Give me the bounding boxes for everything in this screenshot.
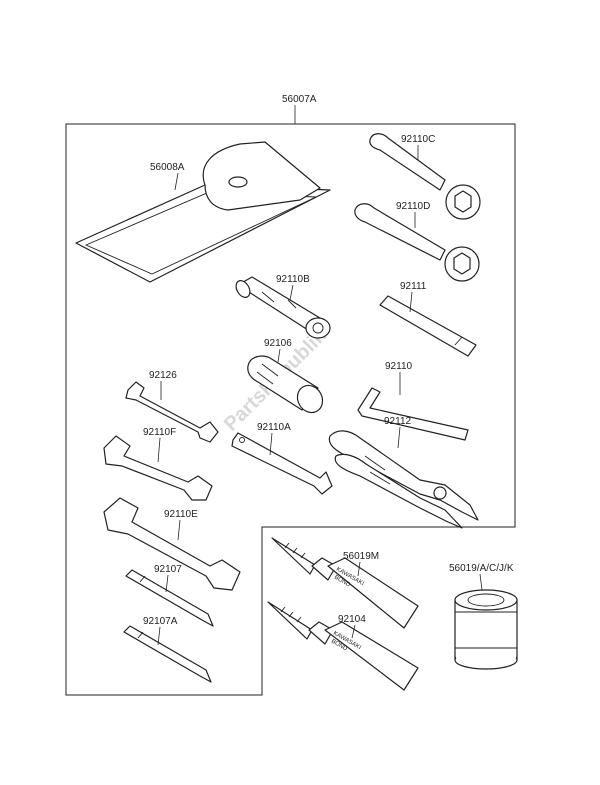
label-spanner-small[interactable]: 92126 [149, 370, 177, 381]
spanner-f [103, 435, 213, 501]
label-spanner-e[interactable]: 92110E [164, 509, 198, 520]
label-screwdriver[interactable]: 92107 [154, 564, 182, 575]
label-bar[interactable]: 92111 [400, 281, 427, 292]
label-driver-handle[interactable]: 92106 [264, 338, 292, 349]
bond-tube: KAWASAKI BOND [267, 601, 419, 691]
flat-bar [379, 295, 477, 357]
label-wrench-d[interactable]: 92110D [396, 201, 430, 212]
ring-wrench-c [369, 133, 481, 220]
grease-can [454, 589, 518, 670]
label-wrench-c[interactable]: 92110C [401, 134, 435, 145]
plate-tool [231, 432, 333, 495]
pliers [328, 430, 479, 529]
label-socket-b[interactable]: 92110B [276, 274, 310, 285]
spanner-small [125, 381, 219, 443]
spanner-e [103, 497, 241, 591]
label-hex-key[interactable]: 92110 [385, 361, 413, 372]
tool-pouch [75, 141, 331, 283]
label-kit[interactable]: 56007A [282, 94, 317, 105]
label-spanner-f[interactable]: 92110F [143, 427, 176, 438]
label-bond[interactable]: 92104 [338, 614, 366, 625]
kit-frame [65, 123, 516, 696]
ring-wrench-d [354, 203, 480, 282]
label-can[interactable]: 56019/A/C/J/K [449, 563, 514, 574]
label-bond-m[interactable]: 56019M [343, 551, 379, 562]
label-plate-tool[interactable]: 92110A [257, 422, 291, 433]
label-screwdriver-a[interactable]: 92107A [143, 616, 178, 627]
driver-handle [247, 355, 324, 414]
hex-key [357, 387, 469, 441]
label-pouch[interactable]: 56008A [150, 162, 185, 173]
screwdriver [125, 569, 214, 627]
screwdriver-a [123, 625, 212, 683]
label-pliers[interactable]: 92112 [384, 416, 412, 427]
socket-wrench-b [235, 276, 331, 339]
